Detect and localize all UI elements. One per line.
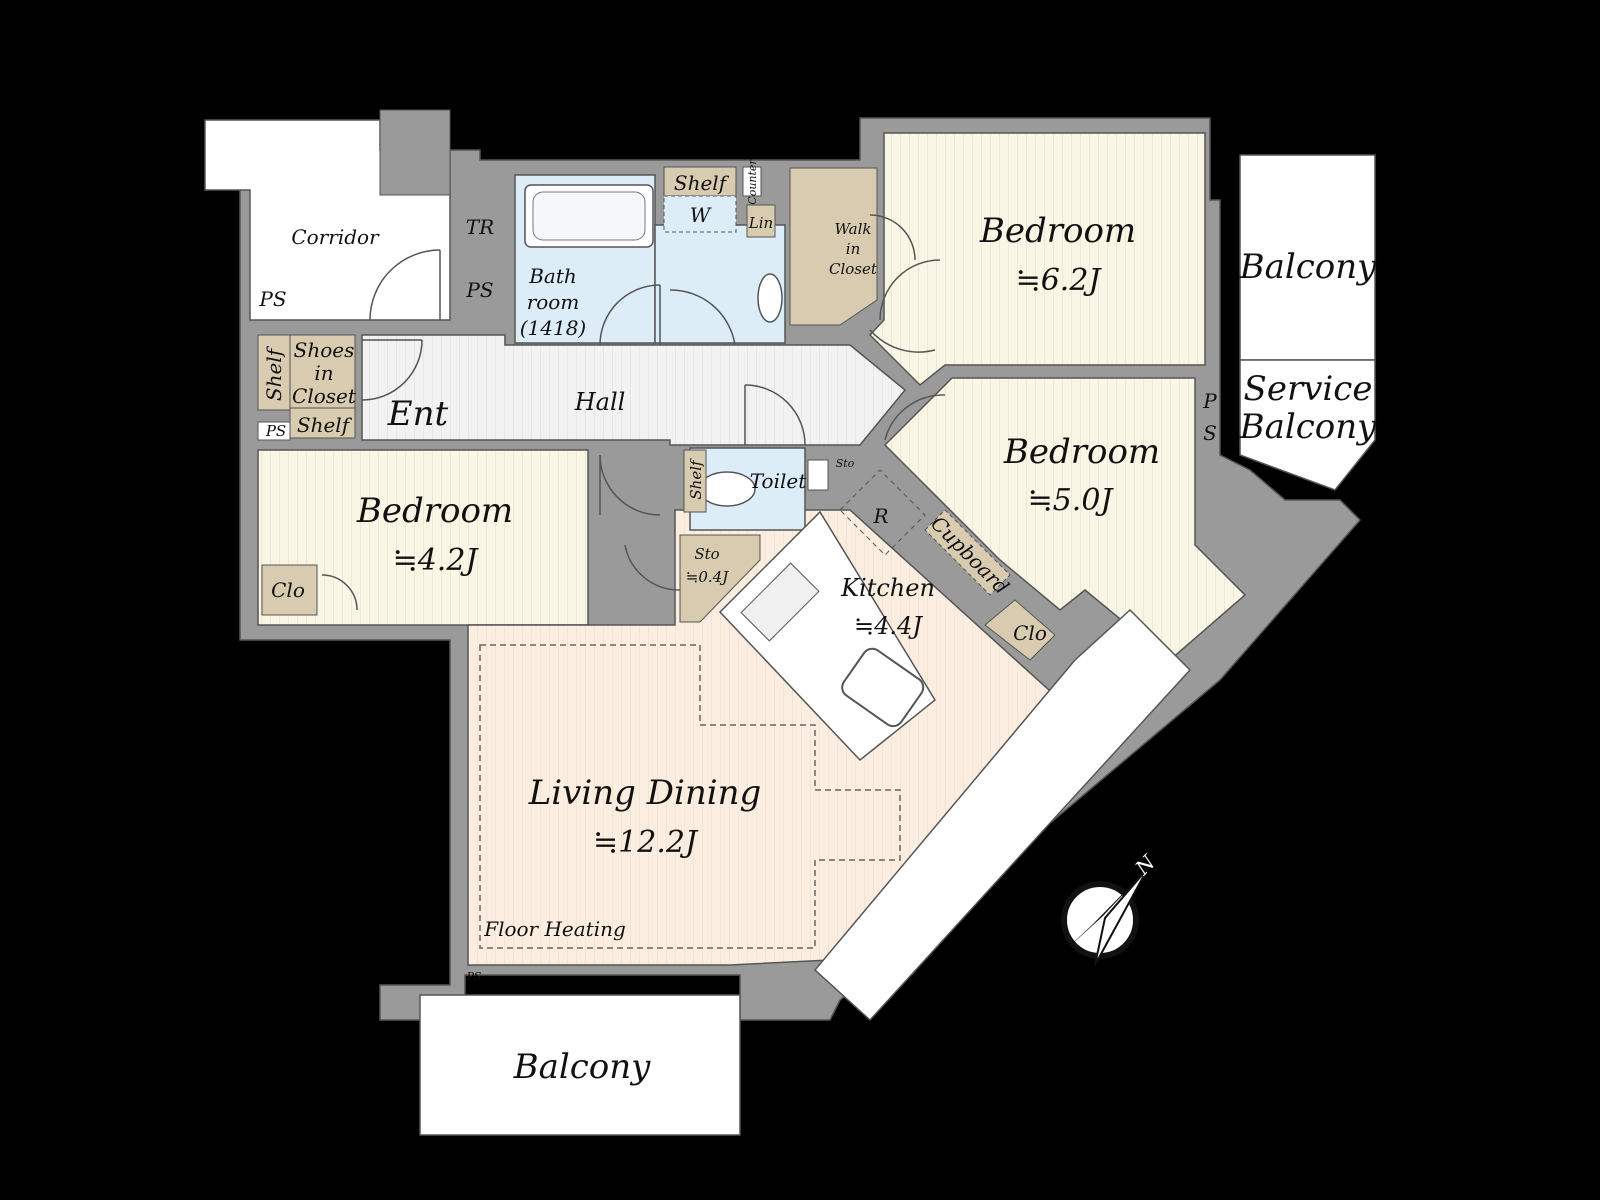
balcony-right-area xyxy=(1239,154,1376,361)
shoes-line3: Closet xyxy=(292,384,357,408)
r-label: R xyxy=(872,504,888,528)
ps-small-box xyxy=(257,421,291,441)
ps-label-4: PS xyxy=(466,970,482,983)
ps-label-1: PS xyxy=(465,278,493,302)
clo-right-label: Clo xyxy=(1013,621,1047,645)
toilet-tank xyxy=(807,459,829,491)
counter-label: Counter xyxy=(746,159,759,205)
walk-in-line2: in xyxy=(846,240,860,258)
sto-small-label: Sto xyxy=(836,457,855,470)
bedroom-right-area: ≒5.0J xyxy=(1028,483,1115,518)
sto-box xyxy=(679,534,761,623)
bedroom-left-area: ≒4.2J xyxy=(393,543,480,578)
sto-line1: Sto xyxy=(694,545,719,563)
w-box xyxy=(663,195,737,233)
cupboard-box xyxy=(924,509,1011,596)
kitchen-sink xyxy=(841,647,925,728)
window-balcony-strip xyxy=(813,608,1192,1022)
tr-label: TR xyxy=(466,215,494,239)
bedroom-top-name: Bedroom xyxy=(979,211,1136,251)
balcony-right-label: Balcony xyxy=(1239,247,1378,287)
shelf-bottom-label: Shelf xyxy=(297,413,353,437)
shelf-side-label: Shelf xyxy=(262,345,286,401)
compass-icon xyxy=(1060,867,1149,966)
floor-heating-label: Floor Heating xyxy=(483,917,626,941)
shelf-top-box xyxy=(663,166,737,197)
service-balcony-line2: Balcony xyxy=(1239,407,1378,447)
shoes-line1: Shoes xyxy=(294,338,355,362)
corridor-column xyxy=(379,109,451,196)
wash-basin xyxy=(757,273,783,323)
kitchen-name: Kitchen xyxy=(840,574,935,602)
ent-label: Ent xyxy=(387,394,449,434)
bedroom-right-name: Bedroom xyxy=(1003,432,1160,472)
door-swings xyxy=(321,214,946,611)
toilet-label: Toilet xyxy=(750,469,807,493)
walk-in-closet-box xyxy=(789,167,878,326)
bathtub-inner xyxy=(532,191,646,241)
hall-floor xyxy=(361,334,907,446)
sto-line2: ≒0.4J xyxy=(686,568,729,586)
cooktop xyxy=(740,562,820,642)
ps-vertical-p: P xyxy=(1202,389,1217,413)
floor-heating-outline xyxy=(479,644,901,949)
walk-in-line1: Walk xyxy=(835,220,872,238)
living-name: Living Dining xyxy=(528,773,762,813)
balcony-bottom-label: Balcony xyxy=(513,1047,652,1087)
clo-right-box xyxy=(984,599,1056,661)
bath-line3: (1418) xyxy=(520,316,587,340)
bath-line1: Bath xyxy=(528,264,577,288)
shelf-bottom-box xyxy=(289,407,356,439)
lin-box xyxy=(746,204,776,238)
shelf-toilet-label: Shelf xyxy=(687,458,705,500)
shoes-line2: in xyxy=(314,361,333,385)
bedroom-top-area: ≒6.2J xyxy=(1016,263,1103,298)
counter-box xyxy=(742,166,762,197)
bath-line2: room xyxy=(527,290,580,314)
hall-label: Hall xyxy=(574,388,626,416)
living-area: ≒12.2J xyxy=(593,825,699,860)
fridge-box xyxy=(839,469,926,556)
service-balcony-line1: Service xyxy=(1244,369,1373,409)
service-balcony-area xyxy=(1239,359,1376,491)
shelf-top-label: Shelf xyxy=(674,171,730,195)
compass-north-label: N xyxy=(1130,849,1161,880)
bedroom-top-floor xyxy=(868,132,1206,387)
toilet-bowl xyxy=(698,471,756,507)
balcony-bottom-area xyxy=(419,994,741,1136)
walk-in-line3: Closet xyxy=(829,260,878,278)
bedroom-left-name: Bedroom xyxy=(356,491,513,531)
shelf-toilet-box xyxy=(683,449,707,513)
ps-vertical-s: S xyxy=(1203,421,1217,445)
clo-left-box xyxy=(261,564,318,616)
ps-label-2: PS xyxy=(258,287,286,311)
corridor-label: Corridor xyxy=(291,225,380,249)
w-label: W xyxy=(690,203,712,227)
clo-left-label: Clo xyxy=(271,578,305,602)
kitchen-area: ≒4.4J xyxy=(854,612,923,640)
lin-label: Lin xyxy=(748,214,773,232)
ps-label-3: PS xyxy=(265,422,286,440)
shoes-closet-box xyxy=(289,334,356,409)
